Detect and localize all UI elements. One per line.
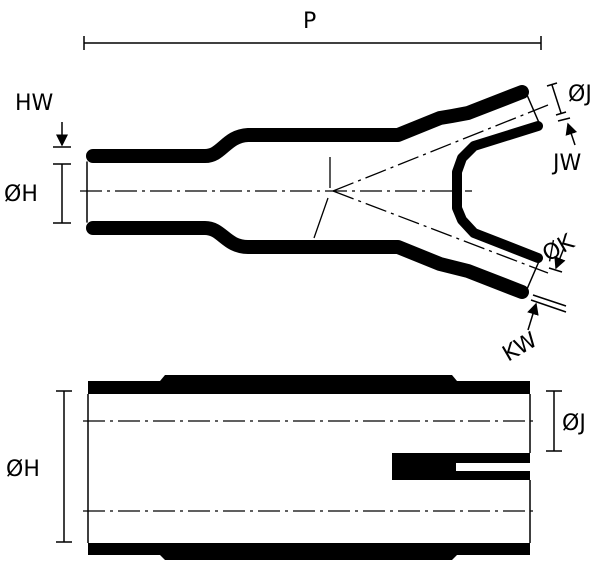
label-j-top: ØJ <box>568 82 592 107</box>
dimension-jw <box>565 122 578 146</box>
bottom-view-boot <box>88 375 532 560</box>
top-view-boot <box>86 85 543 299</box>
crotch-wall <box>452 121 543 263</box>
top-view-centerlines <box>80 104 549 274</box>
dimension-k <box>548 247 566 273</box>
dimension-h-bottom <box>56 390 72 543</box>
label-jw: JW <box>551 151 581 176</box>
upper-wall <box>86 85 529 163</box>
dimension-h-top <box>53 163 71 224</box>
label-k: ØK <box>539 229 579 267</box>
label-h-top: ØH <box>4 182 38 207</box>
label-j-bottom: ØJ <box>562 411 586 436</box>
label-kw: KW <box>499 328 542 367</box>
bottom-view-centerlines <box>83 420 537 512</box>
angle-marks <box>313 157 331 239</box>
lower-wall <box>86 221 529 299</box>
label-hw: HW <box>15 91 54 116</box>
dimension-j-bottom <box>546 390 562 452</box>
dimension-kw <box>527 294 567 331</box>
dimension-p <box>83 36 542 50</box>
dimension-j-top <box>546 82 571 122</box>
dimension-hw <box>53 122 71 148</box>
label-h-bottom: ØH <box>6 457 40 482</box>
label-p: P <box>303 9 316 34</box>
